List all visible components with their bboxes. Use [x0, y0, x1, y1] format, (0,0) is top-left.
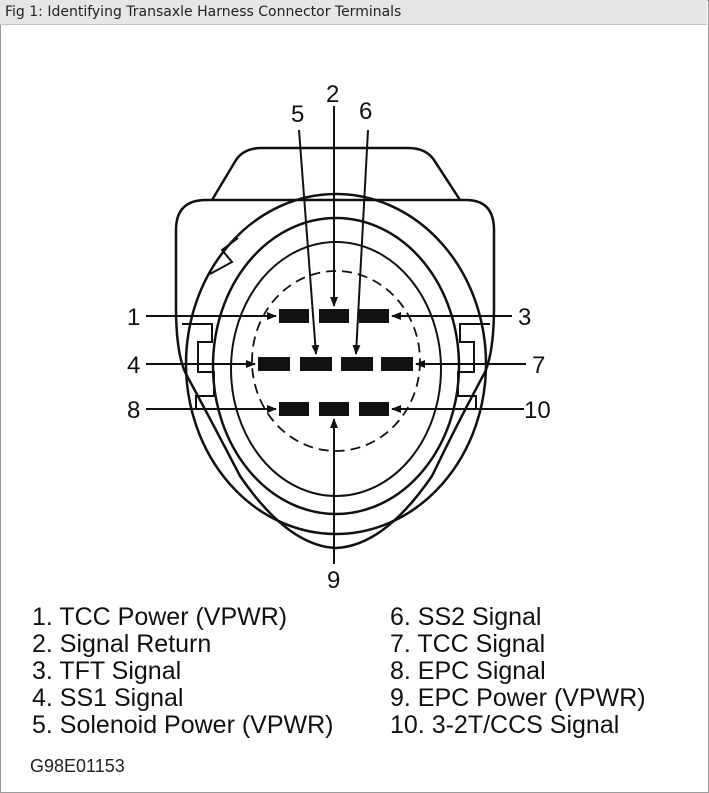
- connector-ring-middle: [211, 216, 461, 516]
- terminal-7: [381, 357, 413, 371]
- pin-number-6: 6: [359, 98, 372, 125]
- legend-item: 6. SS2 Signal: [390, 603, 542, 631]
- leader-arrow-6: [352, 129, 369, 355]
- terminal-3: [359, 309, 389, 323]
- legend-item: 5. Solenoid Power (VPWR): [32, 711, 334, 739]
- legend-item: 3. TFT Signal: [32, 657, 182, 685]
- leader-arrow-5: [298, 129, 320, 355]
- pin-number-4: 4: [127, 352, 140, 379]
- legend-left-column: 1. TCC Power (VPWR) 2. Signal Return 3. …: [32, 604, 334, 739]
- legend-item: 8. EPC Signal: [390, 657, 546, 685]
- terminal-1: [279, 309, 309, 323]
- pin-number-2: 2: [326, 81, 339, 108]
- pin-number-8: 8: [127, 397, 140, 424]
- pin-number-7: 7: [532, 352, 545, 379]
- pin-number-10: 10: [524, 397, 551, 424]
- legend-item: 1. TCC Power (VPWR): [32, 603, 288, 631]
- legend-item: 10. 3-2T/CCS Signal: [390, 711, 620, 739]
- connector-latch: [210, 146, 462, 201]
- legend-item: 4. SS1 Signal: [32, 684, 184, 712]
- terminal-9: [319, 402, 349, 416]
- legend-item: 9. EPC Power (VPWR): [390, 684, 646, 712]
- legend-item: 2. Signal Return: [32, 630, 212, 658]
- terminal-5: [300, 357, 332, 371]
- terminal-2: [319, 309, 349, 323]
- connector-body-outer: [174, 198, 496, 550]
- legend-right-column: 6. SS2 Signal 7. TCC Signal 8. EPC Signa…: [390, 604, 646, 739]
- pin-number-1: 1: [127, 304, 140, 331]
- pin-number-5: 5: [291, 101, 304, 128]
- connector-diagram: 1 2 3 4 5 6 7 8 9 10: [127, 81, 551, 594]
- figure-code: G98E01153: [30, 756, 125, 776]
- legend-item: 7. TCC Signal: [390, 630, 546, 658]
- terminal-8: [279, 402, 309, 416]
- terminal-6: [341, 357, 373, 371]
- caption-bar: Fig 1: Identifying Transaxle Harness Con…: [0, 0, 707, 25]
- left-key-rail: [182, 323, 215, 410]
- terminal-4: [258, 357, 290, 371]
- left-key-notch: [209, 237, 239, 275]
- pin-number-3: 3: [518, 304, 531, 331]
- pin-number-9: 9: [327, 567, 340, 594]
- figure-caption: Fig 1: Identifying Transaxle Harness Con…: [5, 4, 402, 20]
- terminal-10: [359, 402, 389, 416]
- right-key-rail: [457, 323, 490, 410]
- connector-ring-inner: [230, 241, 442, 497]
